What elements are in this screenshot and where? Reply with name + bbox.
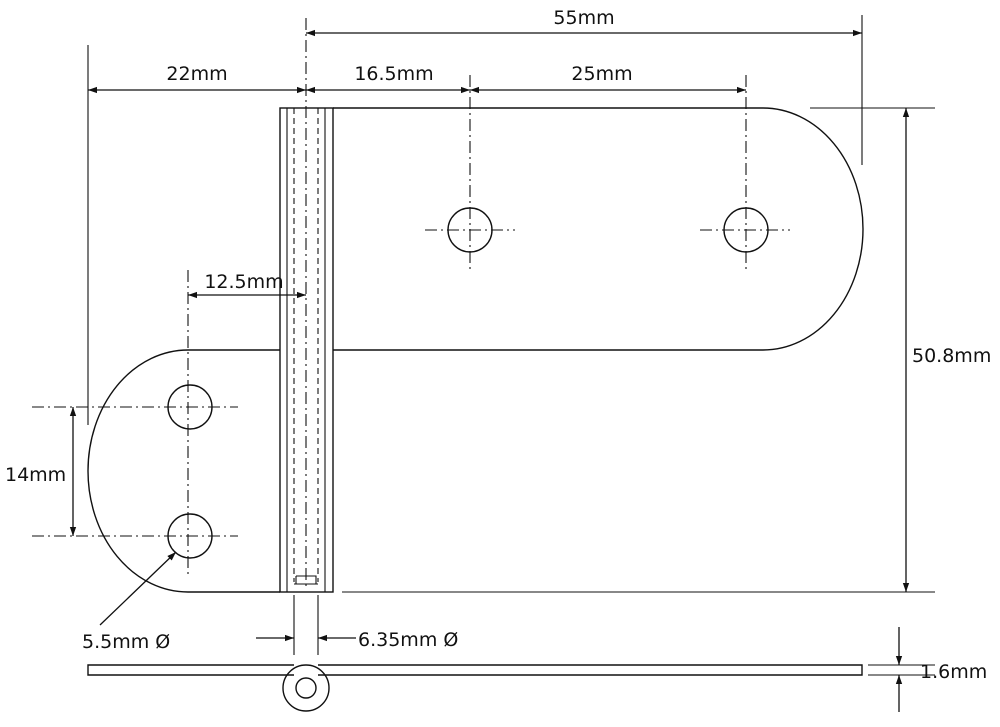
label-25mm: 25mm (571, 63, 632, 85)
leader-hole-diameter (99, 551, 177, 626)
label-50-8mm: 50.8mm (912, 345, 991, 367)
label-14mm: 14mm (5, 464, 66, 486)
label-16-5mm: 16.5mm (354, 63, 433, 85)
label-thickness: 1.6mm (920, 661, 987, 683)
label-12-5mm: 12.5mm (204, 271, 283, 293)
upper-leaf-outline (333, 107, 864, 351)
label-pin-diameter: 6.35mm Ø (358, 629, 458, 651)
side-view-curl-inner (295, 677, 317, 699)
label-hole-diameter: 5.5mm Ø (82, 631, 170, 653)
side-view-curl-outer (282, 664, 330, 712)
label-55mm: 55mm (553, 7, 614, 29)
side-view-strip (87, 664, 863, 676)
pin-end (294, 575, 318, 585)
lower-leaf-outline (87, 349, 280, 593)
label-22mm: 22mm (166, 63, 227, 85)
